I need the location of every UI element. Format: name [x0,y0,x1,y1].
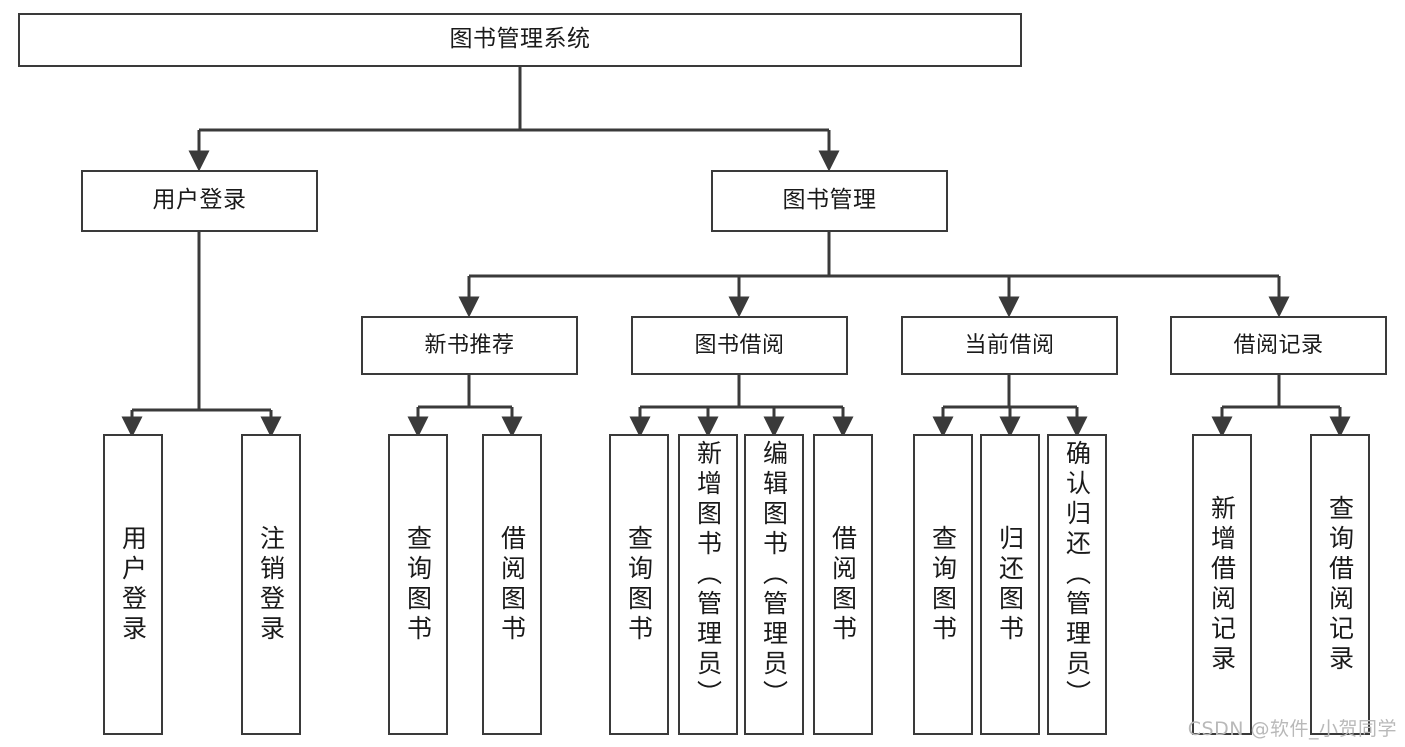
node-leaf-new-book-borrow[interactable]: 借阅图书 [482,434,542,735]
node-label: 用户登录 [118,524,148,645]
node-leaf-current-borrow-query[interactable]: 查询图书 [913,434,973,735]
node-label: 图书管理 [782,187,877,214]
node-leaf-current-borrow-return[interactable]: 归还图书 [980,434,1040,735]
node-label: 新增借阅记录 [1207,494,1237,675]
node-label: 新增图书（管理员） [693,440,723,710]
node-root-system[interactable]: 图书管理系统 [18,13,1022,67]
node-label: 注销登录 [256,524,286,645]
node-new-book-recommend[interactable]: 新书推荐 [361,316,578,375]
node-label: 编辑图书（管理员） [759,440,789,710]
node-leaf-borrow-record-query[interactable]: 查询借阅记录 [1310,434,1370,735]
node-leaf-current-borrow-confirm[interactable]: 确认归还（管理员） [1047,434,1107,735]
node-label: 借阅记录 [1233,332,1324,358]
node-user-login[interactable]: 用户登录 [81,170,318,232]
node-label: 查询借阅记录 [1325,494,1355,675]
node-leaf-user-login-signout[interactable]: 注销登录 [241,434,301,735]
node-leaf-new-book-query[interactable]: 查询图书 [388,434,448,735]
node-leaf-book-borrow-edit[interactable]: 编辑图书（管理员） [744,434,804,735]
csdn-watermark: CSDN @软件_小贺同学 [1187,718,1397,740]
node-label: 查询图书 [928,524,958,645]
node-book-management[interactable]: 图书管理 [711,170,948,232]
node-label: 确认归还（管理员） [1062,440,1092,710]
node-label: 图书借阅 [694,332,785,358]
node-label: 图书管理系统 [449,26,591,53]
node-borrow-record[interactable]: 借阅记录 [1170,316,1387,375]
node-label: 当前借阅 [964,332,1055,358]
node-leaf-book-borrow-query[interactable]: 查询图书 [609,434,669,735]
node-label: 用户登录 [152,187,247,214]
node-leaf-borrow-record-add[interactable]: 新增借阅记录 [1192,434,1252,735]
node-label: 借阅图书 [497,524,527,645]
node-label: 查询图书 [624,524,654,645]
node-label: 查询图书 [403,524,433,645]
node-leaf-book-borrow-add[interactable]: 新增图书（管理员） [678,434,738,735]
node-book-borrow[interactable]: 图书借阅 [631,316,848,375]
node-leaf-user-login-signin[interactable]: 用户登录 [103,434,163,735]
node-leaf-book-borrow-borrow[interactable]: 借阅图书 [813,434,873,735]
node-label: 归还图书 [995,524,1025,645]
node-label: 新书推荐 [424,332,515,358]
node-label: 借阅图书 [828,524,858,645]
node-current-borrow[interactable]: 当前借阅 [901,316,1118,375]
